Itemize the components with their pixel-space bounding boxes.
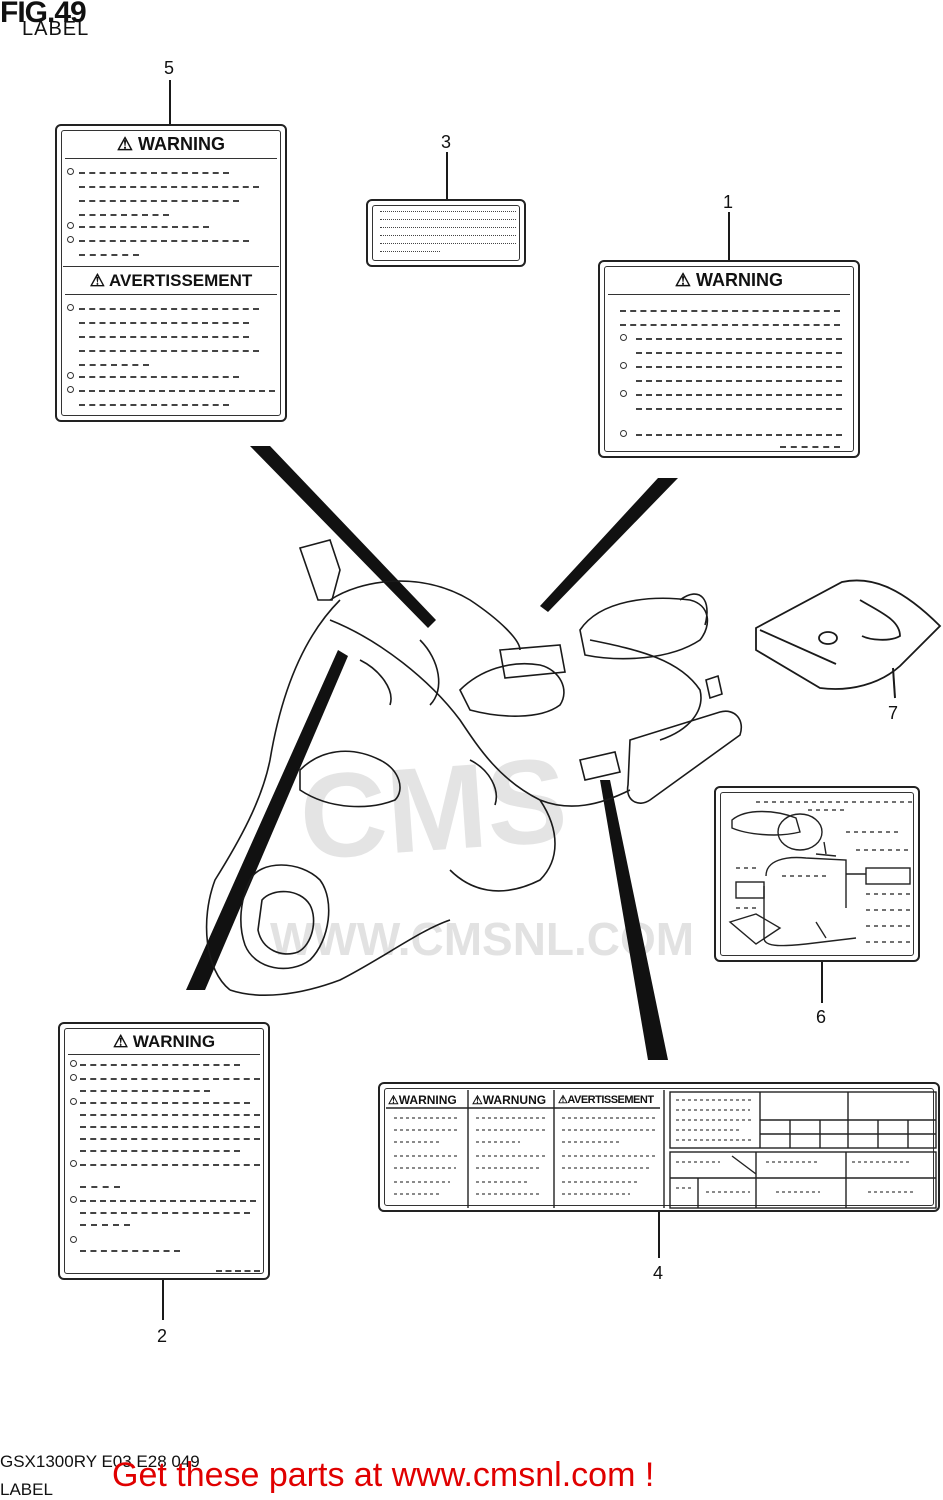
figure-subtitle: LABEL: [22, 18, 90, 40]
label-5-header-warning: ⚠ WARNING: [116, 134, 226, 154]
label-1: ⚠ WARNING: [598, 260, 860, 458]
callout-2: 2: [157, 1326, 168, 1346]
callout-3: 3: [441, 132, 452, 152]
label-5-header-avertissement: ⚠ AVERTISSEMENT: [89, 271, 253, 290]
label-4-grid: [386, 1090, 937, 1209]
footer-label: LABEL: [0, 1480, 53, 1499]
drawing-code: GSX1300RY E03 E28 049: [0, 1452, 200, 1471]
label-4-header-warnung: ⚠WARNUNG: [472, 1093, 547, 1107]
label-1-header-warning: ⚠ WARNING: [674, 270, 784, 290]
parts-link[interactable]: Get these parts at www.cmsnl.com !: [112, 1456, 655, 1494]
label-6: [714, 786, 920, 962]
figure-title: FIG.49: [0, 0, 87, 29]
label-4: ⚠WARNING ⚠WARNUNG ⚠AVERTISSEMENT: [378, 1082, 940, 1212]
callout-1: 1: [723, 192, 734, 212]
watermark-url: WWW.CMSNL.COM: [270, 913, 695, 965]
callout-6: 6: [816, 1007, 827, 1027]
wiring-diagram-icon: [728, 801, 912, 947]
label-4-header-avertissement: ⚠AVERTISSEMENT: [558, 1094, 654, 1106]
callout-7: 7: [888, 703, 899, 723]
callout-4: 4: [653, 1263, 664, 1283]
label-2-header-warning: ⚠ WARNING: [112, 1032, 216, 1051]
label-4-header-warning: ⚠WARNING: [388, 1093, 457, 1107]
callout-5: 5: [164, 58, 175, 78]
label-3: [366, 199, 526, 267]
label-5: ⚠ WARNING ⚠ AVERTISSEMENT: [55, 124, 287, 422]
label-2: ⚠ WARNING: [58, 1022, 270, 1280]
